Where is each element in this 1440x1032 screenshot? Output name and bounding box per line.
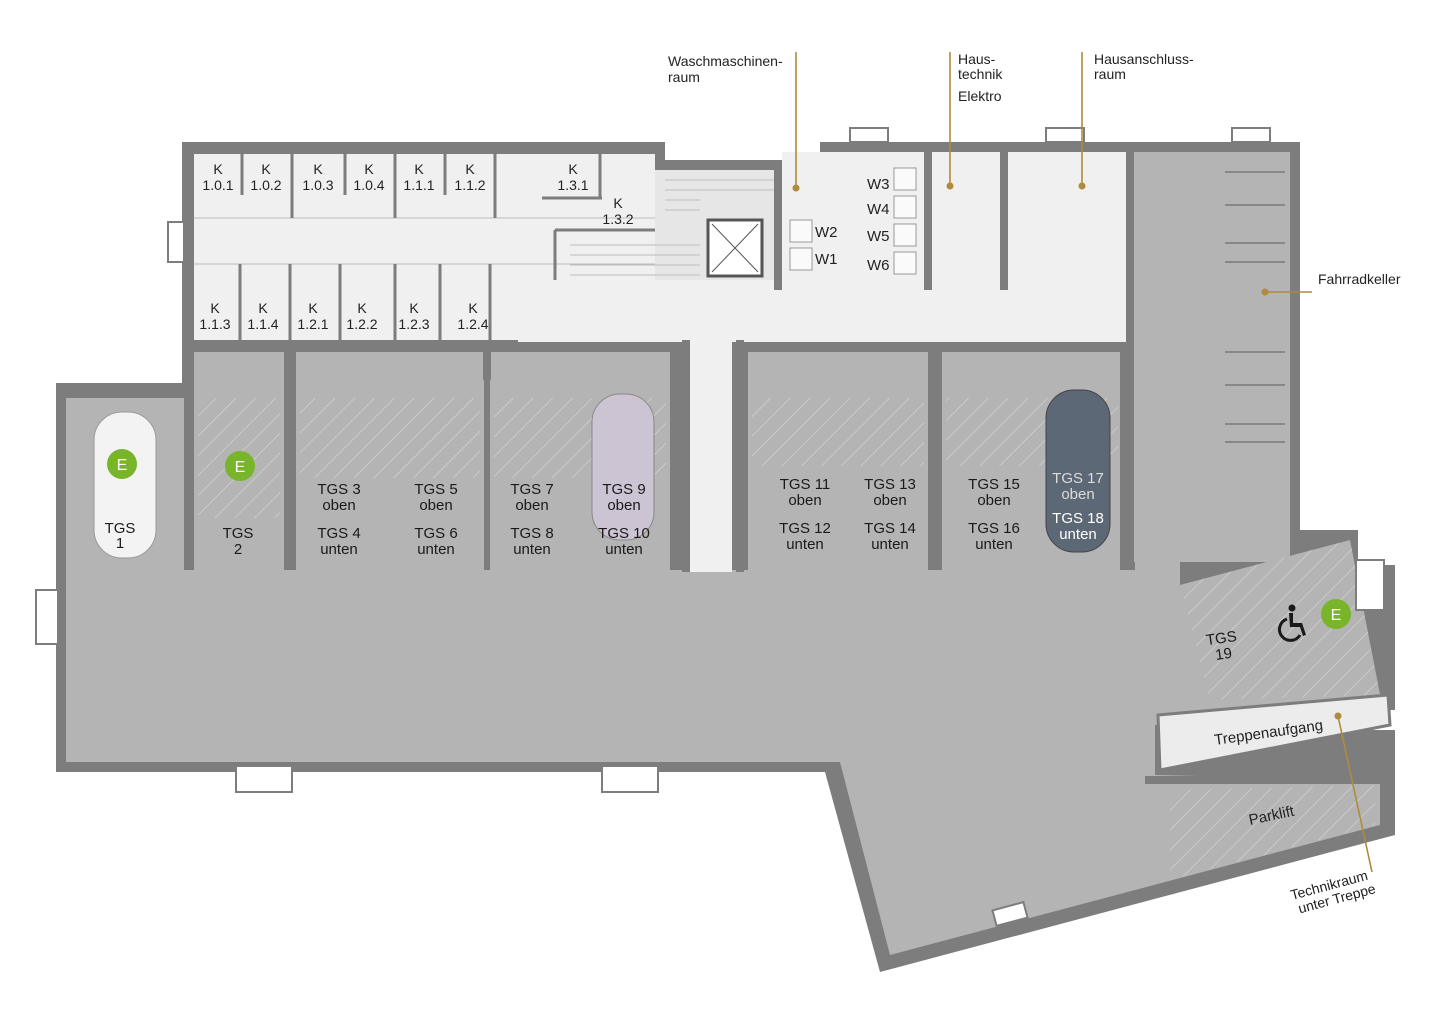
washer-labels: W1 W2 W3 W4 W5 W6 — [815, 176, 890, 274]
cellar-walls — [194, 154, 655, 340]
parking-label-tgs19: TGS19 — [1205, 628, 1240, 665]
washer-label: W3 — [867, 176, 890, 193]
washer-label: W6 — [867, 257, 890, 274]
hallway-floor — [690, 340, 732, 572]
windows — [35, 127, 1385, 928]
car-silver-convertible — [591, 393, 655, 541]
car-white — [93, 411, 157, 559]
washer-label: W1 — [815, 251, 838, 268]
parklift-hatch — [1170, 785, 1375, 880]
label-fahrradkeller: Fahrradkeller — [1318, 271, 1401, 287]
corridor-floor — [518, 280, 1128, 342]
connection-room-floor — [1008, 152, 1126, 284]
garage-floor — [66, 540, 1385, 955]
e-marker-label: E — [1331, 607, 1342, 624]
washer-label: W5 — [867, 228, 890, 245]
car-dark-blue — [1045, 389, 1111, 553]
washer-label: W4 — [867, 201, 890, 218]
e-marker-label: E — [117, 457, 128, 474]
wheelchair-icon — [1278, 604, 1306, 642]
e-marker — [107, 449, 137, 479]
stairs — [570, 179, 780, 276]
e-marker-label: E — [235, 459, 246, 476]
e-marker — [225, 451, 255, 481]
washing-machines — [789, 167, 917, 275]
parking-hatch — [300, 398, 480, 478]
callout-dots — [792, 182, 1342, 720]
tech-floor — [932, 152, 1000, 284]
bike-cellar-floor — [1134, 152, 1290, 562]
washer-label: W2 — [815, 224, 838, 241]
stairway-up — [1156, 693, 1392, 772]
building-structure — [35, 127, 1395, 972]
elevator-cross — [711, 223, 759, 273]
e-markers: E E E — [107, 449, 1351, 629]
e-marker — [1321, 599, 1351, 629]
bicycles — [1225, 171, 1285, 443]
label-hausanschlussraum: Hausanschluss-raum — [1094, 51, 1194, 82]
callout-lines — [795, 52, 1373, 873]
label-waschmaschinenraum: Waschmaschinen-raum — [668, 53, 783, 85]
parking-hatch — [1180, 540, 1380, 700]
parking-hatch — [752, 398, 924, 466]
room-walls — [182, 152, 1134, 572]
label-technikraum: Technikraumunter Treppe — [1289, 866, 1378, 918]
